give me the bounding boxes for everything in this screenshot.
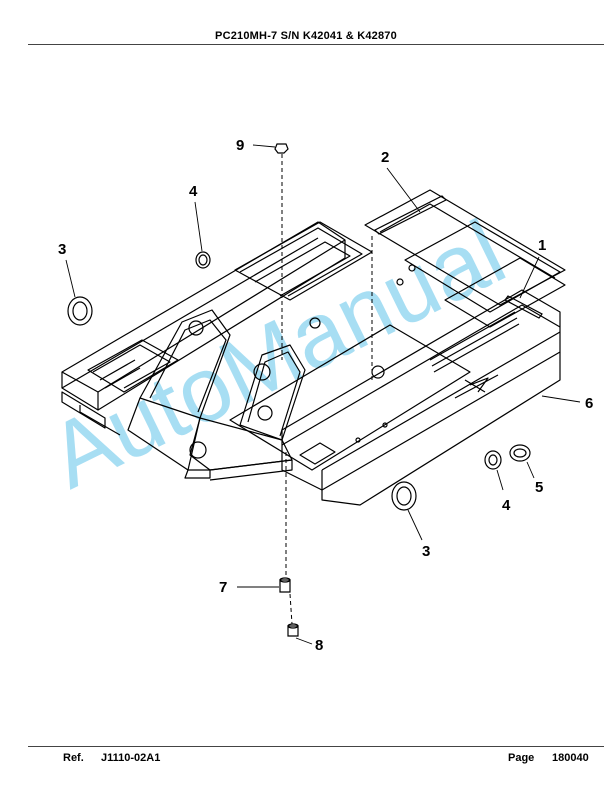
callout-9: 9	[236, 137, 244, 154]
callout-3-left: 3	[58, 241, 66, 258]
part-2-rod	[373, 195, 448, 235]
callout-4-lower: 4	[502, 497, 511, 514]
part-5-ring	[509, 444, 531, 462]
part-8-cap	[287, 625, 299, 637]
callout-4-upper: 4	[189, 183, 198, 200]
part-7-bushing	[279, 579, 291, 593]
footer-divider	[28, 746, 604, 747]
footer-page-value: 180040	[552, 752, 589, 764]
loose-parts	[67, 143, 543, 637]
leader-lines	[65, 144, 581, 645]
header-divider	[28, 44, 604, 45]
part-4-ring-lower	[484, 450, 502, 470]
callouts: 1 2 3 3 4 4 5 6 7 8 9	[58, 137, 593, 654]
part-3-ring-right	[391, 481, 417, 511]
callout-1: 1	[538, 237, 546, 254]
footer-ref-label: Ref.	[63, 752, 84, 764]
part-4-ring-upper	[195, 251, 211, 269]
page-title: PC210MH-7 S/N K42041 & K42870	[215, 30, 397, 42]
footer-page-label: Page	[508, 752, 535, 764]
part-3-ring-left	[67, 296, 93, 326]
callout-8: 8	[315, 637, 323, 654]
part-1-rod	[504, 295, 543, 319]
footer-ref-value: J1110-02A1	[101, 752, 161, 764]
callout-6: 6	[585, 395, 593, 412]
callout-5: 5	[535, 479, 543, 496]
part-9-nut	[274, 143, 289, 154]
callout-7: 7	[219, 579, 227, 596]
alignment-lines	[281, 154, 373, 625]
callout-3-right: 3	[422, 543, 430, 560]
callout-2: 2	[381, 149, 389, 166]
